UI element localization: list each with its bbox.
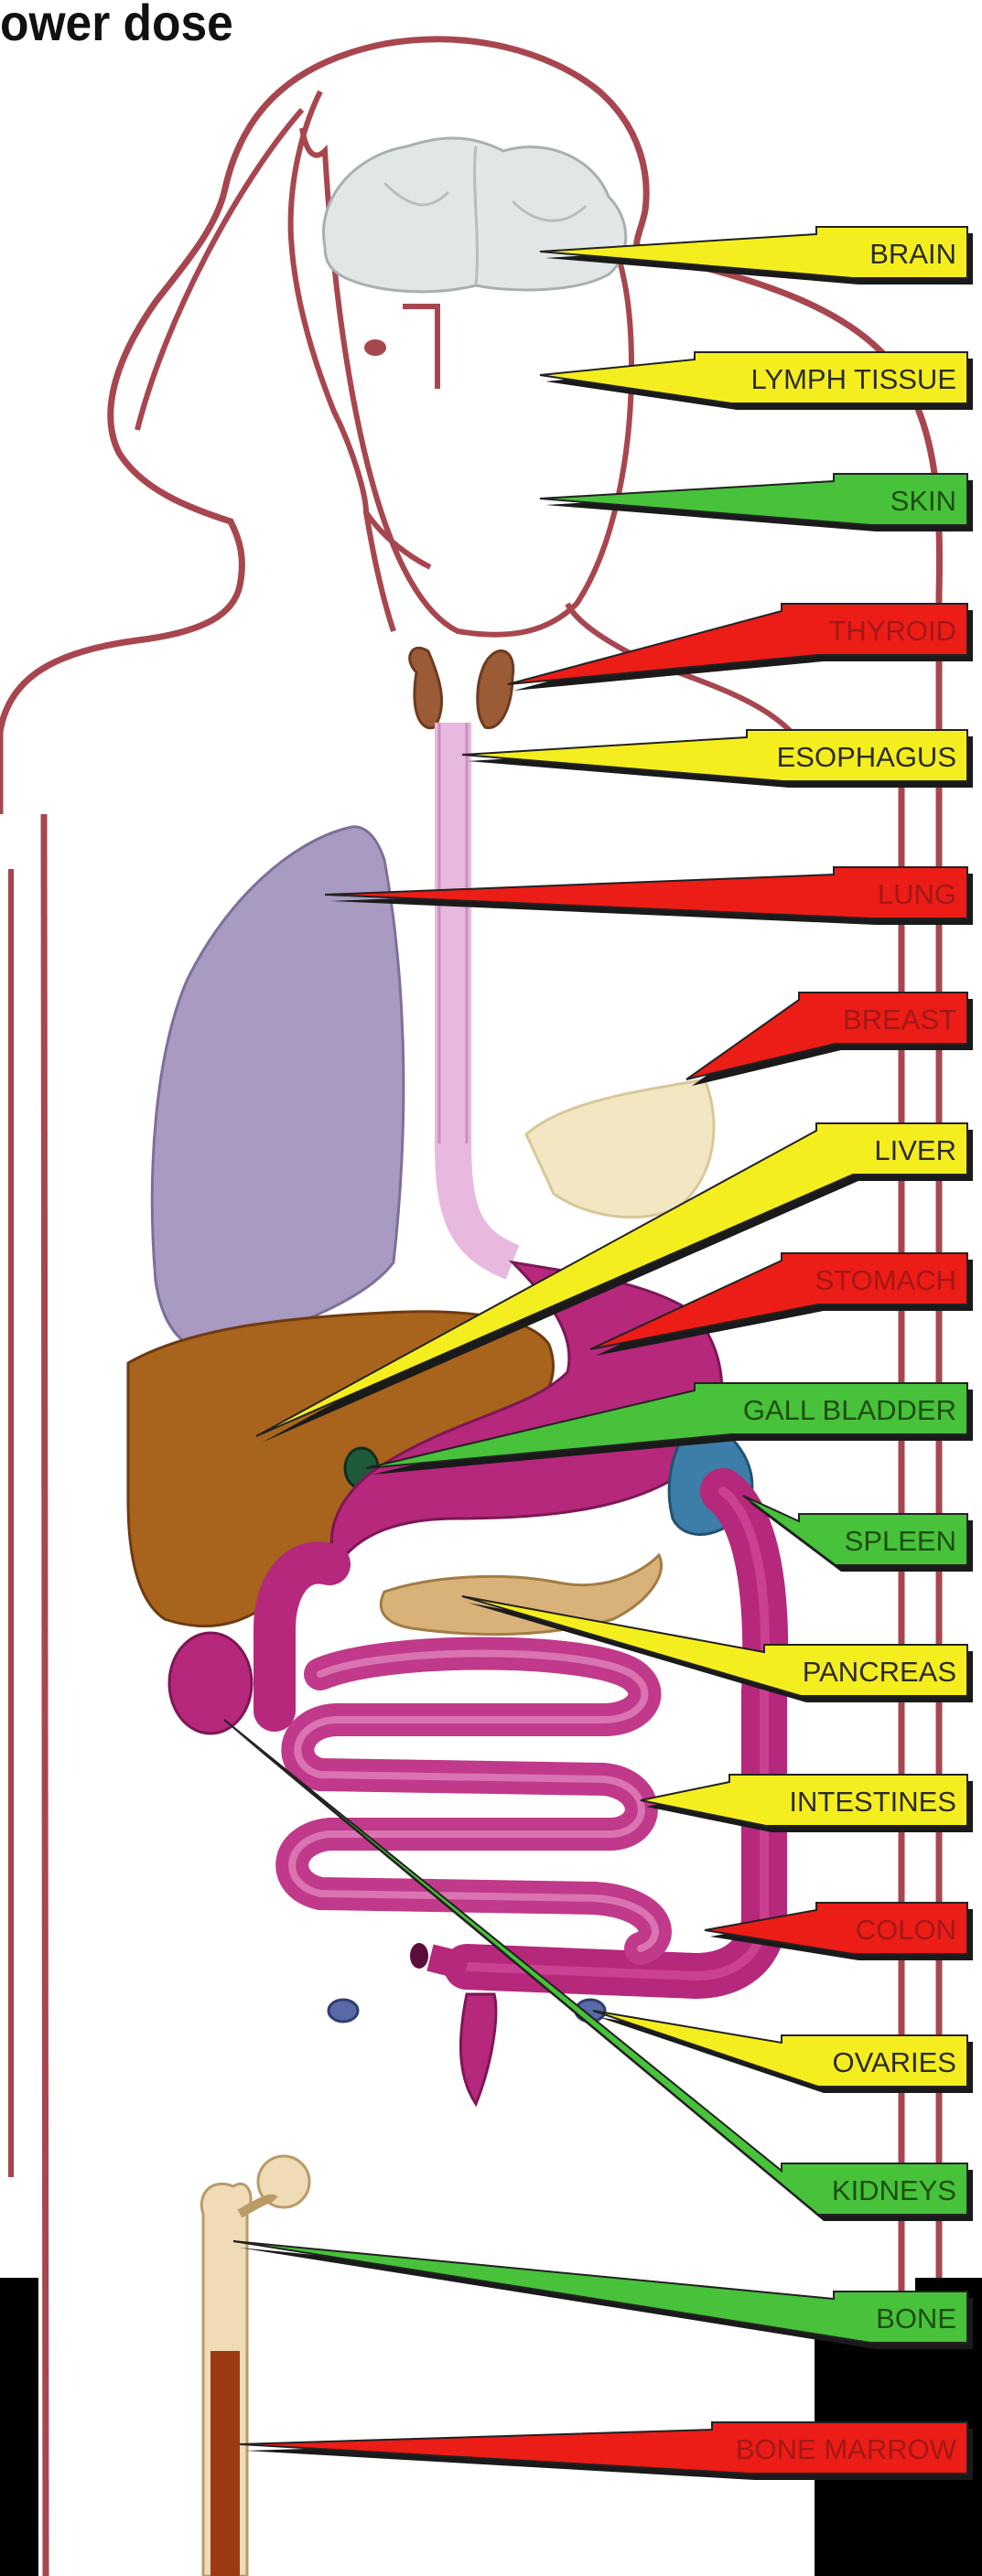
label-thyroid: THYROID	[829, 615, 957, 647]
label-bone: BONE	[876, 2302, 956, 2334]
label-breast: BREAST	[843, 1004, 956, 1036]
label-colon: COLON	[856, 1914, 956, 1946]
label-skin: SKIN	[890, 485, 956, 517]
kidney	[169, 1633, 252, 1733]
label-liver: LIVER	[874, 1134, 956, 1166]
breast	[526, 1079, 714, 1218]
label-marrow: BONE MARROW	[736, 2433, 957, 2465]
label-bone-pointer	[233, 2241, 967, 2343]
eye	[364, 339, 386, 356]
nose-line	[403, 306, 437, 389]
lung	[152, 827, 404, 1352]
label-ovaries: OVARIES	[832, 2046, 956, 2078]
label-brain: BRAIN	[869, 238, 956, 270]
label-spleen: SPLEEN	[845, 1525, 956, 1557]
label-lung: LUNG	[878, 878, 956, 910]
arm-left-outline	[44, 814, 46, 2576]
esophagus	[453, 723, 513, 1262]
label-stomach: STOMACH	[815, 1264, 956, 1296]
label-pancreas: PANCREAS	[803, 1656, 956, 1688]
label-intestines: INTESTINES	[789, 1786, 956, 1818]
label-esophagus: ESOPHAGUS	[777, 741, 956, 773]
page-title: ower dose	[0, 0, 233, 52]
bone-marrow	[210, 2351, 240, 2576]
label-kidneys: KIDNEYS	[832, 2174, 956, 2206]
label-gall: GALL BLADDER	[743, 1394, 956, 1426]
left-hair-outline	[137, 110, 302, 430]
left-dark-panel	[0, 2278, 38, 2576]
ovary-left	[329, 2000, 358, 2022]
pancreas	[381, 1555, 661, 1635]
thyroid	[410, 648, 513, 727]
label-lymph: LYMPH TISSUE	[750, 363, 956, 395]
intestines	[292, 1654, 655, 1949]
